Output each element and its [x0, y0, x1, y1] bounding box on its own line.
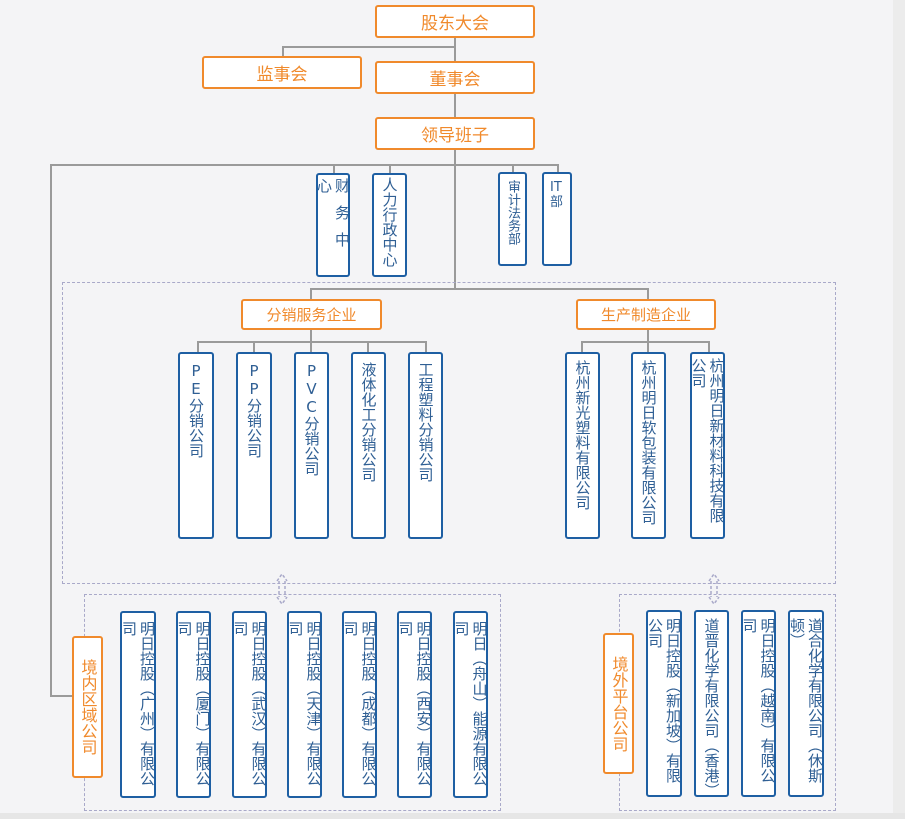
node-label: 明日控股（厦门）有限公司	[175, 621, 212, 786]
node-label: 明日控股（天津）有限公司	[286, 621, 323, 786]
node-label: 股东大会	[421, 14, 489, 34]
manufacturing-company-node[interactable]: 杭州明日新材料科技有限公司	[689, 352, 726, 539]
overseas-company-node[interactable]: 明日控股（越南）有限公司	[740, 610, 777, 797]
connector	[454, 37, 456, 63]
connector	[708, 341, 710, 352]
node-label: 人力行政中心	[380, 177, 399, 267]
connector	[454, 94, 456, 118]
connector	[310, 288, 312, 300]
connector	[454, 150, 456, 288]
connector	[50, 695, 72, 697]
department-finance-node[interactable]: 财务中心	[315, 173, 351, 277]
connector	[647, 288, 649, 300]
distribution-company-node[interactable]: 工程塑料分销公司	[408, 352, 443, 539]
node-label: 领导班子	[421, 126, 489, 146]
connector	[557, 164, 559, 173]
node-label: 液体化工分销公司	[359, 362, 378, 482]
connector	[50, 164, 52, 696]
connector	[253, 341, 255, 352]
overseas-company-node[interactable]: 道晋化学有限公司（香港）	[694, 610, 729, 798]
bidirectional-arrow-icon	[708, 572, 720, 606]
connector	[310, 341, 312, 352]
node-label: 监事会	[256, 65, 308, 85]
distribution-services-header[interactable]: 分销服务企业	[241, 299, 382, 330]
node-label: 明日控股（新加坡）有限公司	[646, 618, 682, 783]
department-it-node[interactable]: IT部	[542, 172, 572, 266]
shareholders-meeting-node[interactable]: 股东大会	[375, 5, 535, 38]
node-label: 财务中心	[315, 178, 351, 259]
connector	[367, 341, 369, 352]
right-edge	[893, 0, 905, 819]
connector	[425, 341, 427, 352]
node-label: 明日（舟山）能源有限公司	[452, 621, 489, 786]
connector	[282, 46, 284, 56]
domestic-regional-header[interactable]: 境内区域公司	[72, 636, 103, 778]
supervisory-board-node[interactable]: 监事会	[202, 56, 362, 89]
node-label: 审计法务部	[505, 180, 520, 245]
node-label: 工程塑料分销公司	[416, 362, 435, 482]
bidirectional-arrow-icon	[276, 572, 288, 606]
department-hr-node[interactable]: 人力行政中心	[372, 173, 407, 277]
node-label: 道晋化学有限公司（香港）	[702, 618, 721, 798]
overseas-company-node[interactable]: 道合化学有限公司（休斯顿）	[788, 610, 824, 797]
node-label: PP分销公司	[245, 362, 263, 458]
connector	[581, 341, 583, 352]
connector	[647, 329, 649, 341]
board-of-directors-node[interactable]: 董事会	[375, 61, 535, 94]
node-label: 杭州新光塑料有限公司	[573, 360, 592, 510]
domestic-company-node[interactable]: 明日控股（西安）有限公司	[396, 611, 433, 798]
department-audit-legal-node[interactable]: 审计法务部	[498, 172, 527, 266]
manufacturing-company-node[interactable]: 杭州新光塑料有限公司	[565, 352, 600, 539]
node-label: 生产制造企业	[600, 306, 691, 324]
connector	[512, 164, 514, 173]
overseas-platform-header[interactable]: 境外平台公司	[603, 633, 634, 774]
node-label: 明日控股（西安）有限公司	[396, 621, 433, 786]
connector	[389, 164, 391, 173]
domestic-company-node[interactable]: 明日控股（广州）有限公司	[120, 611, 156, 798]
distribution-company-node[interactable]: PE分销公司	[178, 352, 214, 539]
domestic-company-node[interactable]: 明日控股（天津）有限公司	[286, 611, 323, 798]
distribution-company-node[interactable]: PVC分销公司	[294, 352, 329, 539]
node-label: PVC分销公司	[302, 362, 321, 476]
overseas-company-node[interactable]: 明日控股（新加坡）有限公司	[646, 610, 682, 797]
connector	[310, 288, 648, 290]
node-label: 明日控股（越南）有限公司	[740, 618, 777, 783]
domestic-company-node[interactable]: 明日控股（成都）有限公司	[341, 611, 378, 798]
node-label: 道合化学有限公司（休斯顿）	[788, 618, 824, 783]
domestic-company-node[interactable]: 明日控股（武汉）有限公司	[231, 611, 268, 798]
node-label: IT部	[550, 180, 564, 210]
connector	[197, 341, 426, 343]
connector	[197, 341, 199, 352]
subsidiaries-group	[62, 282, 836, 584]
domestic-company-node[interactable]: 明日（舟山）能源有限公司	[452, 611, 489, 798]
leadership-node[interactable]: 领导班子	[375, 117, 535, 150]
connector	[310, 329, 312, 341]
node-label: 董事会	[429, 70, 481, 90]
distribution-company-node[interactable]: PP分销公司	[236, 352, 272, 539]
node-label: 境内区域公司	[78, 659, 98, 755]
node-label: 明日控股（武汉）有限公司	[231, 621, 268, 786]
distribution-company-node[interactable]: 液体化工分销公司	[351, 352, 386, 539]
node-label: 杭州明日软包装有限公司	[639, 360, 658, 525]
manufacturing-company-node[interactable]: 杭州明日软包装有限公司	[631, 352, 666, 539]
node-label: 明日控股（成都）有限公司	[341, 621, 378, 786]
node-label: 杭州明日新材料科技有限公司	[689, 358, 726, 523]
connector	[581, 341, 709, 343]
node-label: PE分销公司	[187, 362, 205, 458]
connector	[50, 164, 558, 166]
node-label: 分销服务企业	[266, 306, 357, 324]
node-label: 明日控股（广州）有限公司	[120, 621, 156, 786]
manufacturing-header[interactable]: 生产制造企业	[576, 299, 716, 330]
bottom-edge	[0, 813, 905, 819]
connector	[333, 164, 335, 173]
connector	[647, 341, 649, 352]
node-label: 境外平台公司	[609, 655, 629, 752]
connector	[282, 46, 455, 48]
domestic-company-node[interactable]: 明日控股（厦门）有限公司	[175, 611, 212, 798]
